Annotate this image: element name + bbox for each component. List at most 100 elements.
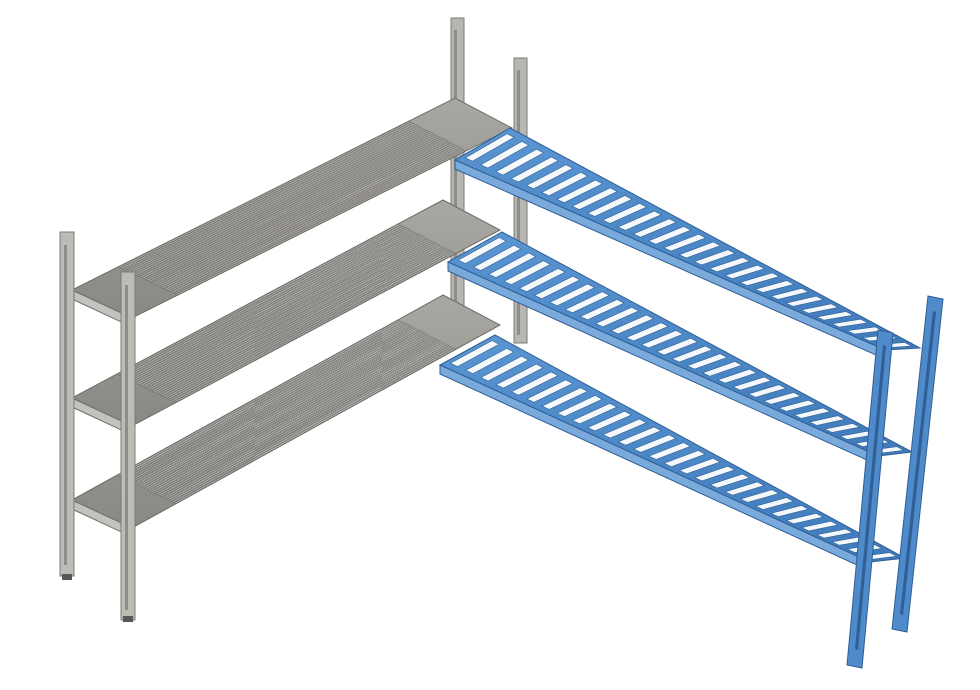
shelf-slot <box>171 347 454 503</box>
shelf-slot <box>808 415 846 426</box>
shelf-slot <box>159 141 451 288</box>
shelf-slot <box>541 387 589 410</box>
shelf-slot <box>160 245 443 396</box>
blue-shelves <box>438 127 922 572</box>
shelf-slot <box>147 135 440 283</box>
shelf-slot <box>709 473 751 489</box>
shelf-slot <box>778 399 817 412</box>
shelf-slot <box>166 344 450 501</box>
shelf-slot <box>693 465 736 482</box>
shelf-slot <box>116 223 401 376</box>
shelf-slot <box>155 339 439 495</box>
shelf-slot <box>117 120 412 269</box>
shelf-slot <box>647 226 692 245</box>
shelf-slot <box>510 371 559 396</box>
shelf-slot <box>678 458 721 475</box>
shelf-slot <box>141 236 425 388</box>
shelf-slot <box>137 234 421 386</box>
shelf-slot <box>708 257 751 273</box>
shelf-slot <box>785 295 825 307</box>
shelf-slot <box>153 337 437 494</box>
shelf-slot <box>648 442 692 460</box>
shelf-slot <box>175 149 467 296</box>
blue-shelf-2 <box>446 231 914 466</box>
shelf-slot <box>166 248 450 400</box>
shelf-slot <box>739 489 780 503</box>
shelf-slot <box>785 513 824 525</box>
shelf-slot <box>686 353 728 370</box>
shelf-slot <box>663 450 706 467</box>
shelf-slot <box>152 138 445 285</box>
shelf-slot <box>595 306 640 328</box>
shelf-slot <box>632 434 677 453</box>
shelf-slot <box>724 481 765 496</box>
shelf-slot <box>139 235 423 387</box>
shelf-slot <box>625 322 669 342</box>
shelf-slot <box>617 426 662 446</box>
grey-front-post-left <box>59 231 75 580</box>
shelf-slot <box>602 418 647 439</box>
shelf-slot <box>149 137 443 284</box>
shelf-slot <box>122 123 416 271</box>
shelf-slot <box>518 268 566 292</box>
shelf-slot <box>138 131 432 278</box>
shelf-slot <box>815 311 854 321</box>
shelf-slot <box>587 410 633 432</box>
shelf-slot <box>162 342 445 499</box>
shelf-slot <box>169 250 452 401</box>
shelf-slot <box>163 143 456 290</box>
shelf-slot <box>140 132 434 279</box>
shelf-slot <box>457 237 507 264</box>
shelf-slot <box>171 251 454 402</box>
shelf-slot <box>747 384 787 398</box>
shelf-slot <box>480 355 530 382</box>
grey-front-post-right <box>120 271 136 622</box>
shelf-slot <box>586 195 633 217</box>
shelf-slot <box>118 224 403 377</box>
shelf-slot <box>449 340 500 367</box>
blue-front-post-left <box>846 329 894 669</box>
grey-shelf-3 <box>70 294 502 538</box>
shelf-slot <box>488 252 537 278</box>
shelf-slot <box>139 330 423 488</box>
shelf-slot <box>150 336 434 493</box>
shelf-slot <box>823 423 861 433</box>
shelf-slot <box>663 233 707 252</box>
shelf-slot <box>525 164 574 190</box>
shelf-slot <box>150 240 434 392</box>
shelf-slot <box>571 403 618 425</box>
blue-shelving-unit <box>438 127 944 669</box>
shelf-slot <box>169 345 452 502</box>
shelf-slot <box>164 247 448 399</box>
shelf-slot <box>134 328 419 486</box>
shelf-slot <box>762 392 802 405</box>
shelf-slot <box>465 348 515 375</box>
shelf-slot <box>632 218 677 238</box>
shelf-slot <box>118 320 403 478</box>
shelf-slot <box>533 275 581 300</box>
shelf-slot <box>157 340 441 497</box>
shelf-slot <box>579 299 625 321</box>
shelf-slot <box>145 134 438 282</box>
shelf-slot <box>154 139 447 286</box>
shelf-slot <box>170 147 463 294</box>
shelf-slot <box>141 332 425 489</box>
shelf-slot <box>815 528 854 539</box>
shelf-slot <box>480 141 530 169</box>
shelf-slot <box>724 264 766 280</box>
shelf-slot <box>793 407 832 419</box>
blue-shelf-3 <box>438 334 907 572</box>
shelf-slot <box>134 232 419 385</box>
shelf-slot <box>770 505 810 517</box>
shelf-slot <box>143 133 436 281</box>
shelf-slot <box>549 283 596 307</box>
shelf-slot <box>116 319 401 477</box>
shelf-slot <box>155 243 439 394</box>
shelf-slot <box>754 497 795 510</box>
shelf-slot <box>610 314 655 335</box>
shelf-slot <box>153 242 437 393</box>
shelf-slot <box>161 142 454 289</box>
shelf-slot <box>160 341 443 498</box>
shelf-slot <box>148 335 432 492</box>
